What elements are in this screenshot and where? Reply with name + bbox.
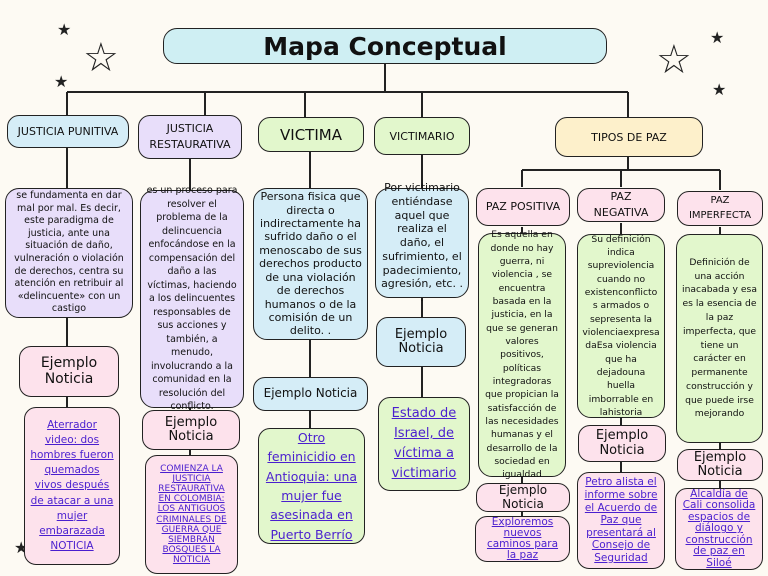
news-link-paz-imperfecta[interactable]: Alcaldía de Cali consolida espacios de d… bbox=[675, 488, 763, 570]
example-label-justicia-punitiva: Ejemplo Noticia bbox=[19, 346, 119, 397]
category-paz-positiva: PAZ POSITIVA bbox=[476, 188, 570, 226]
star-icon: ★ bbox=[57, 20, 72, 39]
category-paz-imperfecta: PAZ IMPERFECTA bbox=[677, 191, 763, 226]
description-paz-imperfecta: Definición de una acción inacabada y esa… bbox=[676, 234, 763, 443]
news-link-justicia-punitiva[interactable]: Aterrador video: dos hombres fueron quem… bbox=[24, 407, 120, 565]
example-label-paz-negativa: Ejemplo Noticia bbox=[578, 425, 666, 462]
category-victima: VICTIMA bbox=[258, 117, 364, 152]
example-label-paz-imperfecta: Ejemplo Noticia bbox=[677, 449, 763, 481]
star-icon: ☆ bbox=[656, 37, 692, 83]
description-paz-positiva: Es aquella en donde no hay guerra, ni vi… bbox=[478, 229, 566, 480]
news-link-victimario[interactable]: Estado de Israel, de víctima a victimari… bbox=[378, 397, 470, 491]
description-paz-negativa: Su definición indica supreviolencia cuan… bbox=[577, 234, 665, 418]
news-link-paz-negativa[interactable]: Petro alista el informe sobre el Acuerdo… bbox=[577, 472, 665, 569]
news-link-paz-positiva[interactable]: Exploremos nuevos caminos para la paz bbox=[475, 516, 570, 562]
example-label-justicia-restaurativa: Ejemplo Noticia bbox=[142, 410, 240, 450]
category-paz-negativa: PAZ NEGATIVA bbox=[577, 188, 665, 222]
description-justicia-punitiva: se fundamenta en dar mal por mal. Es dec… bbox=[5, 188, 133, 318]
description-justicia-restaurativa: es un proceso para resolver el problema … bbox=[140, 185, 244, 412]
star-icon: ★ bbox=[710, 28, 725, 47]
star-icon: ☆ bbox=[83, 35, 119, 81]
news-link-justicia-restaurativa[interactable]: COMIENZA LA JUSTICIA RESTAURATIVA EN COL… bbox=[145, 455, 238, 574]
example-label-paz-positiva: Ejemplo Noticia bbox=[476, 483, 570, 512]
star-icon: ★ bbox=[54, 72, 69, 91]
page-title: Mapa Conceptual bbox=[163, 28, 607, 64]
category-tipos-de-paz: TIPOS DE PAZ bbox=[555, 117, 703, 157]
description-victimario: Por victimario entiéndase aquel que real… bbox=[375, 181, 469, 304]
example-label-victimario: Ejemplo Noticia bbox=[376, 317, 466, 367]
category-victimario: VICTIMARIO bbox=[374, 117, 470, 155]
category-justicia-restaurativa: JUSTICIA RESTAURATIVA bbox=[138, 115, 242, 159]
news-link-victima[interactable]: Otro feminicidio en Antioquia: una mujer… bbox=[258, 428, 365, 544]
example-label-victima: Ejemplo Noticia bbox=[253, 377, 368, 411]
description-victima: Persona fisica que directa o indirectame… bbox=[253, 188, 368, 340]
category-justicia-punitiva: JUSTICIA PUNITIVA bbox=[7, 115, 129, 148]
star-icon: ★ bbox=[712, 80, 727, 99]
